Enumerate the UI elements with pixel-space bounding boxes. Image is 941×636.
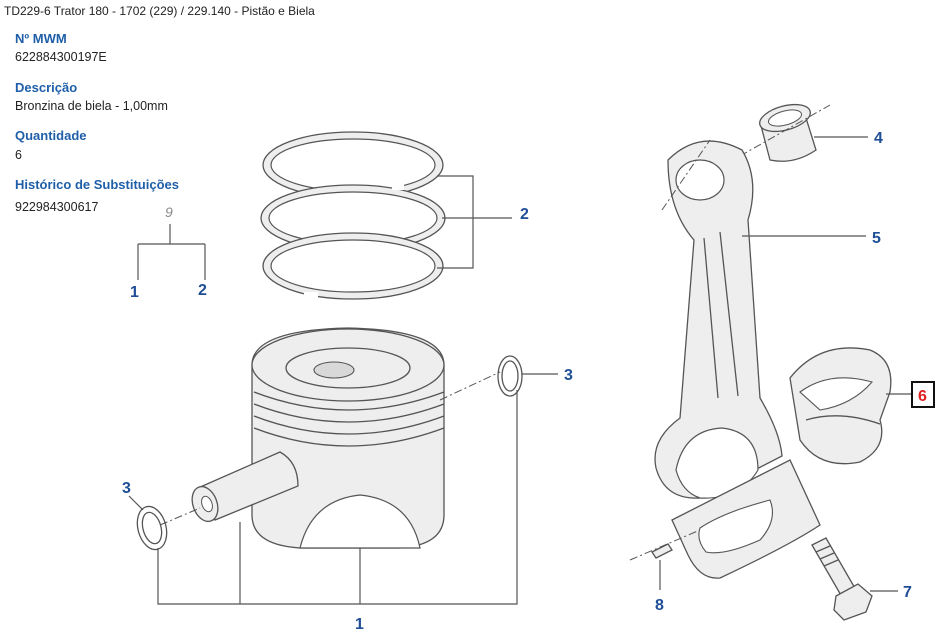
callout-8[interactable]: 8 bbox=[655, 597, 664, 614]
bearing-shell[interactable] bbox=[789, 347, 892, 465]
dowel[interactable] bbox=[651, 543, 673, 559]
snap-ring-left[interactable] bbox=[133, 503, 171, 553]
group-child-2[interactable]: 2 bbox=[198, 282, 207, 299]
callout-3-left[interactable]: 3 bbox=[122, 480, 131, 497]
replacement-history-value: 922984300617 bbox=[15, 200, 99, 214]
part-number-label: Nº MWM bbox=[15, 31, 67, 46]
callout-1[interactable]: 1 bbox=[355, 616, 364, 633]
group-label-9: 9 bbox=[165, 204, 173, 220]
snap-ring-right[interactable] bbox=[497, 355, 523, 397]
callout-6-frame bbox=[911, 381, 935, 408]
breadcrumb: TD229-6 Trator 180 - 1702 (229) / 229.14… bbox=[4, 4, 315, 18]
quantity-label: Quantidade bbox=[15, 128, 87, 143]
callout-5[interactable]: 5 bbox=[872, 230, 881, 247]
callout-6[interactable]: 6 bbox=[918, 388, 927, 405]
small-end-bushing[interactable] bbox=[757, 100, 817, 162]
callout-3-right[interactable]: 3 bbox=[564, 367, 573, 384]
group-tree: 9 1 2 bbox=[130, 204, 207, 301]
callout-7[interactable]: 7 bbox=[903, 584, 912, 601]
description-value: Bronzina de biela - 1,00mm bbox=[15, 99, 168, 113]
connecting-rod[interactable] bbox=[654, 140, 821, 579]
quantity-value: 6 bbox=[15, 148, 22, 162]
callout-2[interactable]: 2 bbox=[520, 206, 529, 223]
piston-rings[interactable] bbox=[260, 131, 446, 304]
replacement-history-label: Histórico de Substituições bbox=[15, 177, 179, 192]
part-number-value: 622884300197E bbox=[15, 50, 107, 64]
callout-4[interactable]: 4 bbox=[874, 130, 883, 147]
description-label: Descrição bbox=[15, 80, 78, 95]
bolt[interactable] bbox=[811, 537, 873, 621]
group-child-1[interactable]: 1 bbox=[130, 284, 139, 301]
piston[interactable] bbox=[188, 327, 445, 549]
